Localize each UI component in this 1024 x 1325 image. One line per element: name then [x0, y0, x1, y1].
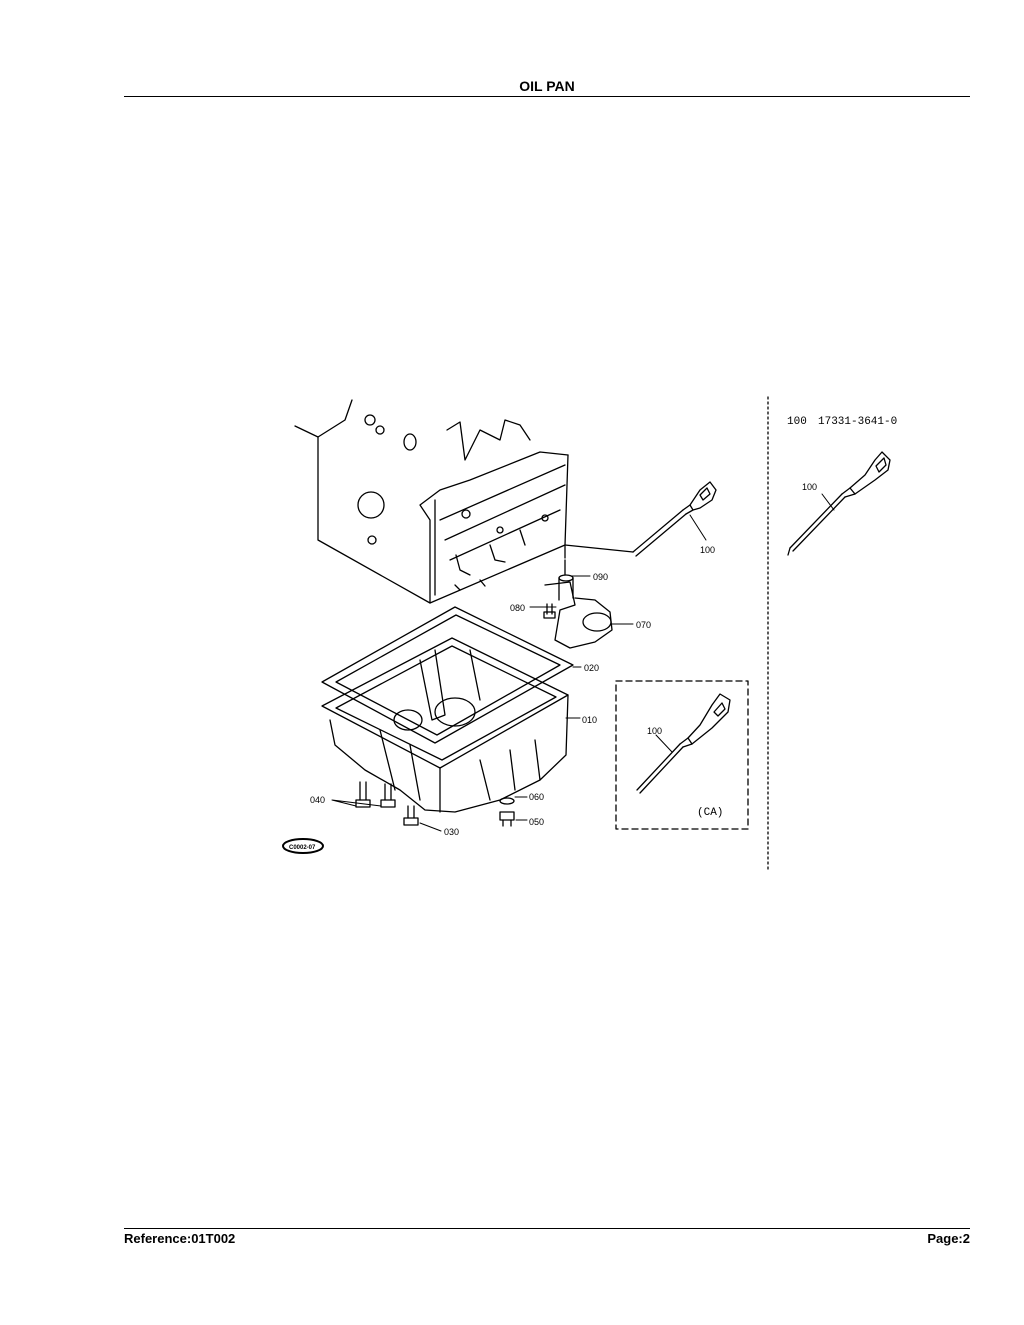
header-rule [124, 96, 970, 97]
callout-020: 020 [584, 663, 599, 673]
reference-label: Reference:01T002 [124, 1231, 236, 1246]
footer-rule [124, 1228, 970, 1229]
callout-060: 060 [529, 792, 544, 802]
dipstick-ca [636, 693, 731, 794]
drain-plug [499, 797, 515, 827]
page-title: OIL PAN [519, 78, 575, 94]
dipstick-side [787, 451, 891, 556]
ca-box [615, 680, 749, 830]
callout-010: 010 [582, 715, 597, 725]
ca-box-label: (CA) [697, 807, 723, 819]
callout-070: 070 [636, 620, 651, 630]
callout-100-ca: 100 [647, 726, 662, 736]
side-part-number: 100 [787, 416, 807, 428]
callout-030: 030 [444, 827, 459, 837]
bolts [355, 603, 556, 826]
oil-strainer [544, 559, 613, 649]
engine-block [294, 399, 569, 604]
callout-leaders [331, 493, 835, 832]
callout-100-side: 100 [802, 482, 817, 492]
figure-code: C0002-07 [289, 845, 316, 851]
callout-050: 050 [529, 817, 544, 827]
callout-080: 080 [510, 603, 525, 613]
oil-pan-gasket [321, 606, 574, 744]
callout-100-main: 100 [700, 545, 715, 555]
callout-040: 040 [310, 795, 325, 805]
dipstick-main [564, 481, 717, 557]
side-part-code: 17331-3641-0 [818, 416, 897, 428]
callout-090: 090 [593, 572, 608, 582]
figure-code-badge [282, 838, 324, 854]
page-number: Page:2 [927, 1231, 970, 1246]
oil-pan-body [321, 637, 569, 813]
